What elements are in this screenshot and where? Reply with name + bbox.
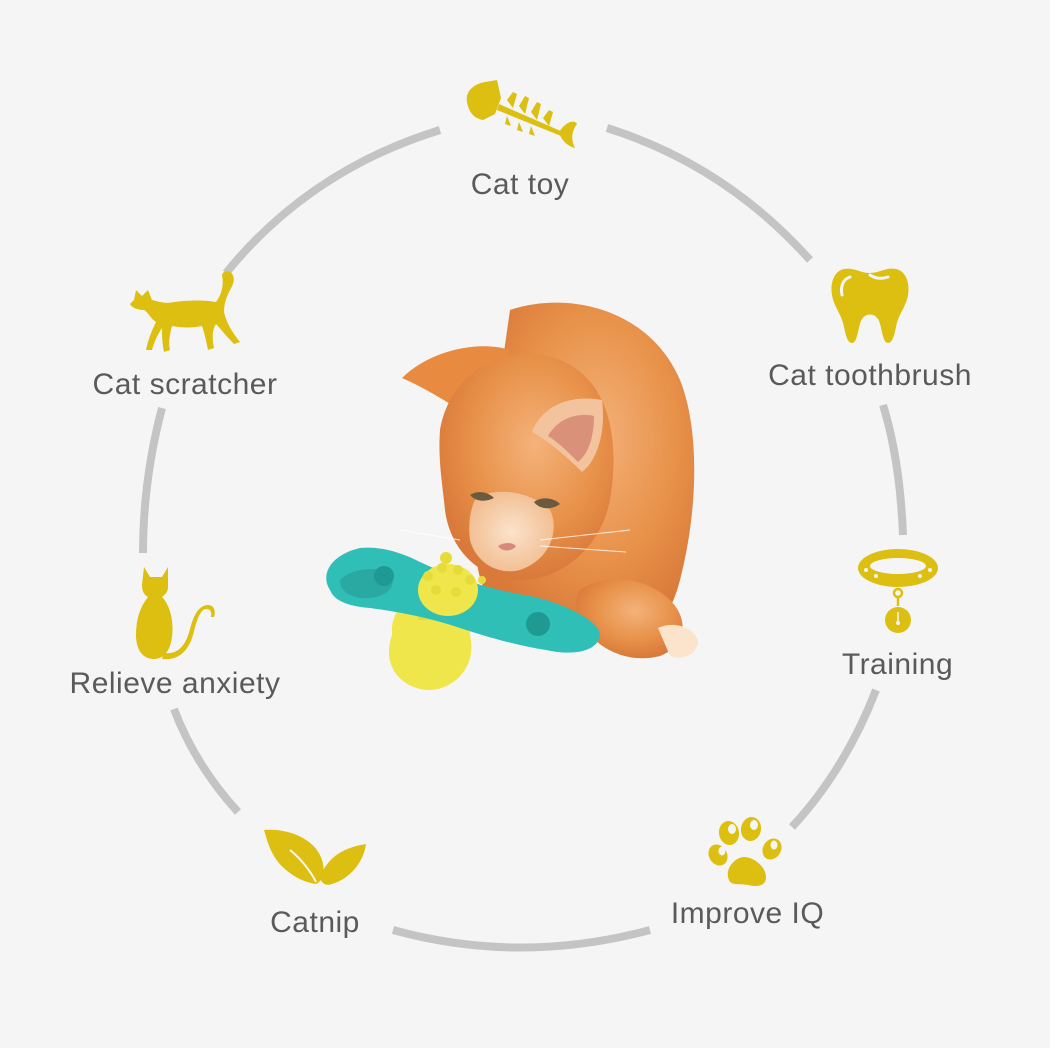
collar-icon [857,549,938,633]
tooth-icon [831,268,909,343]
ring-arc [139,406,166,554]
walking-cat-icon [130,271,240,352]
feature-cat-scratcher: Cat scratcher [70,270,300,400]
feature-label: Improve IQ [670,897,825,930]
leaf-icon [264,829,366,885]
feature-cat-toothbrush: Cat toothbrush [740,265,1000,391]
feature-label: Catnip [270,906,360,939]
ring-arc [222,126,442,276]
feature-catnip: Catnip [250,826,380,938]
feature-label: Cat toy [470,168,570,201]
ring-arc [391,926,652,952]
kitten [399,302,698,659]
paw-icon [707,817,782,887]
ring-arc [879,403,907,536]
ring-arc [605,124,813,263]
sitting-cat-icon [136,567,215,660]
feature-label: Training [841,648,954,681]
feature-cat-toy: Cat toy [430,80,610,200]
feature-label: Cat scratcher [92,368,278,401]
feature-training: Training [815,548,980,680]
hero-kitten-toy-image [326,302,698,690]
fish-bone-icon [466,80,577,148]
feature-improve-iq: Improve IQ [645,817,850,929]
feature-relieve-anxiety: Relieve anxiety [45,565,305,699]
feature-label: Cat toothbrush [768,359,972,392]
ring-arc [170,707,241,815]
ring-arc [789,688,880,830]
feature-label: Relieve anxiety [69,667,281,700]
windmill-toy [326,547,600,690]
